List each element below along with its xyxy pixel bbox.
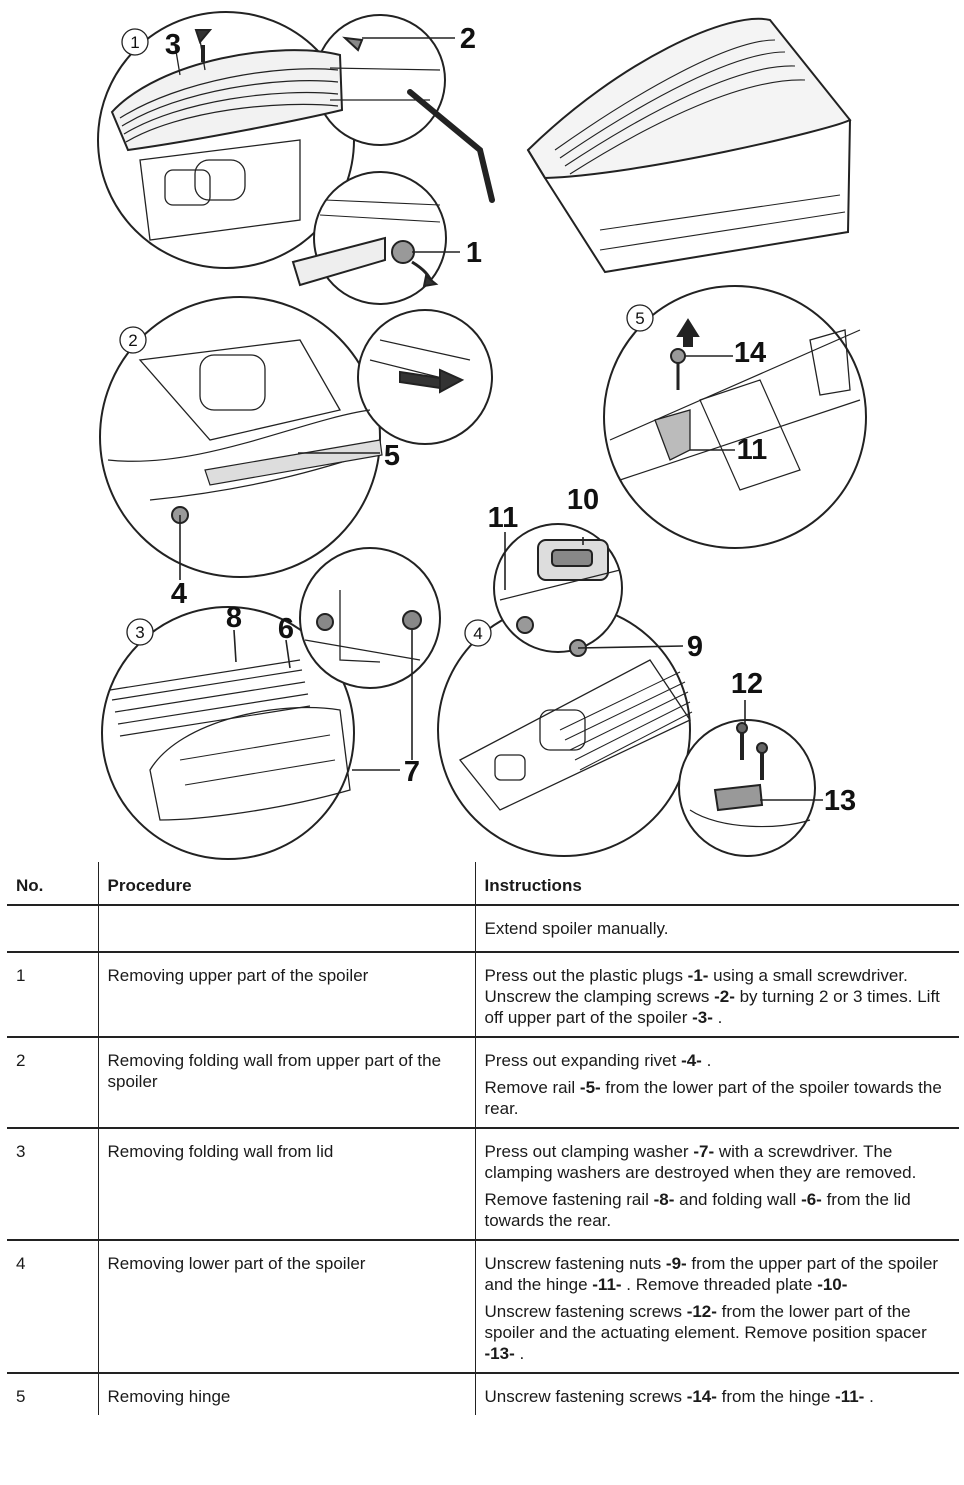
row-procedure: Removing folding wall from upper part of… xyxy=(97,1037,475,1129)
callout-7: 7 xyxy=(404,756,420,788)
callout-9: 9 xyxy=(687,631,703,663)
spoiler-diagram: 1 2 3 4 5 1 2 3 4 5 6 7 8 9 10 11 11 12 … xyxy=(97,11,867,860)
instruction-text: Unscrew fastening nuts -9- from the uppe… xyxy=(484,1254,939,1294)
table-row: Extend spoiler manually. xyxy=(7,905,959,953)
row-no: 4 xyxy=(7,1240,98,1374)
instruction-text: Unscrew fastening screws -14- from the h… xyxy=(484,1387,874,1406)
detail-5-circle xyxy=(603,285,867,549)
row-instructions: Extend spoiler manually. xyxy=(474,905,959,953)
instruction-text: Remove rail -5- from the lower part of t… xyxy=(484,1078,942,1118)
table-row: 2 Removing folding wall from upper part … xyxy=(7,1037,959,1129)
header-no: No. xyxy=(7,862,98,906)
instruction-text: Extend spoiler manually. xyxy=(484,919,669,938)
header-procedure: Procedure xyxy=(97,862,475,906)
row-no xyxy=(7,905,98,953)
instruction-text: Unscrew fastening screws -12- from the l… xyxy=(484,1302,927,1363)
table-row: 4 Removing lower part of the spoiler Uns… xyxy=(7,1240,959,1374)
row-procedure: Removing lower part of the spoiler xyxy=(97,1240,475,1374)
circle-number-markers: 1 2 3 4 5 xyxy=(119,28,654,647)
row-procedure: Removing folding wall from lid xyxy=(97,1128,475,1241)
circle-number-3: 3 xyxy=(135,623,144,642)
callout-2: 2 xyxy=(460,23,476,55)
row-no: 5 xyxy=(16,1387,26,1406)
callout-6: 6 xyxy=(278,613,294,645)
header-instructions: Instructions xyxy=(474,862,959,906)
callout-14: 14 xyxy=(734,337,766,369)
row-no: 1 xyxy=(7,952,98,1038)
table-header-row: No. Procedure Instructions xyxy=(7,862,959,906)
row-instructions: Press out the plastic plugs -1- using a … xyxy=(474,952,959,1038)
instruction-text: Remove fastening rail -8- and folding wa… xyxy=(484,1190,911,1230)
circle-number-2: 2 xyxy=(128,331,137,350)
procedure-table-container: No. Procedure Instructions Extend spoile… xyxy=(7,862,959,1415)
circle-number-5: 5 xyxy=(635,309,644,328)
detail-2-circle xyxy=(99,296,381,578)
instruction-text: Press out the plastic plugs -1- using a … xyxy=(484,966,940,1027)
callout-11-hinge: 11 xyxy=(737,434,768,466)
circle-number-4: 4 xyxy=(473,624,482,643)
callout-1: 1 xyxy=(466,237,482,269)
row-instructions: Press out clamping washer -7- with a scr… xyxy=(474,1128,959,1241)
row-procedure: Removing upper part of the spoiler xyxy=(97,952,475,1038)
callout-8: 8 xyxy=(226,602,242,634)
row-no: 2 xyxy=(7,1037,98,1129)
row-procedure xyxy=(97,905,475,953)
callout-3: 3 xyxy=(165,29,181,61)
callout-12: 12 xyxy=(731,668,763,700)
table-row: 1 Removing upper part of the spoiler Pre… xyxy=(7,952,959,1038)
row-instructions: Press out expanding rivet -4- . Remove r… xyxy=(474,1037,959,1129)
callout-13: 13 xyxy=(824,785,856,817)
detail-3-inset xyxy=(299,547,441,689)
table-row: 3 Removing folding wall from lid Press o… xyxy=(7,1128,959,1241)
row-instructions: Unscrew fastening screws -14- from the h… xyxy=(474,1373,959,1415)
table-row: 5 Removing hinge Unscrew fastening screw… xyxy=(7,1373,959,1415)
detail-3-circle xyxy=(101,606,355,860)
exploded-view-figure: 1 2 3 4 5 1 2 3 4 5 6 7 8 9 10 11 11 12 … xyxy=(97,11,867,860)
instruction-text: Press out clamping washer -7- with a scr… xyxy=(484,1142,917,1182)
row-no: 3 xyxy=(7,1128,98,1241)
callout-10: 10 xyxy=(567,484,599,516)
callout-5: 5 xyxy=(384,440,400,472)
callout-labels: 1 2 3 4 5 6 7 8 9 10 11 11 12 13 14 xyxy=(165,23,856,817)
row-procedure: Removing hinge xyxy=(97,1373,475,1415)
row-instructions: Unscrew fastening nuts -9- from the uppe… xyxy=(474,1240,959,1374)
callout-11-top: 11 xyxy=(488,502,519,534)
procedure-table: No. Procedure Instructions Extend spoile… xyxy=(7,862,959,1415)
callout-4: 4 xyxy=(171,578,187,610)
circle-number-1: 1 xyxy=(130,33,139,52)
instruction-text: Press out expanding rivet -4- . xyxy=(484,1051,712,1070)
